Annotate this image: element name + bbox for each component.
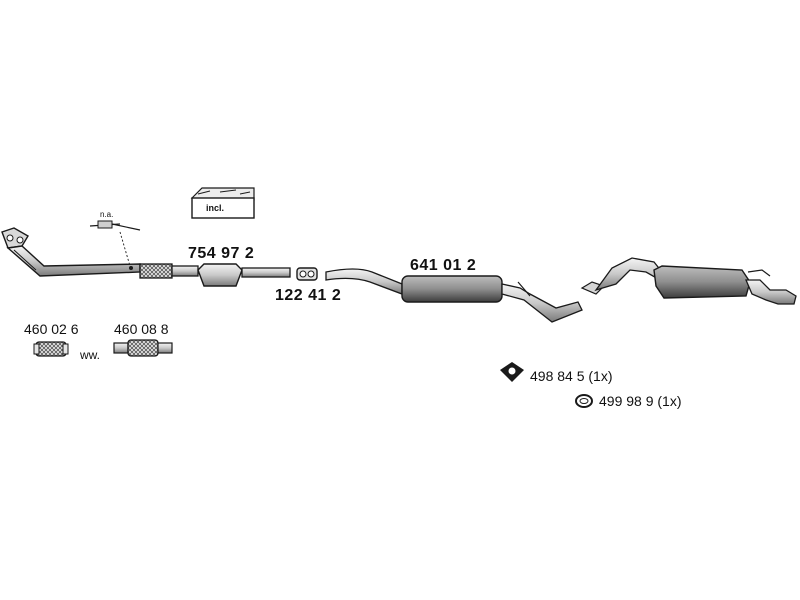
flex-pipe-460026 [33, 341, 69, 357]
flex-pipe-460088 [113, 339, 173, 357]
rubber-ring-icon [575, 394, 593, 408]
included-kit-label: incl. [206, 203, 225, 213]
catalyst-part-number: 754 97 2 [188, 245, 255, 262]
ww-label: ww. [80, 348, 101, 362]
middle-silencer [325, 268, 583, 323]
front-pipe [1, 227, 141, 277]
lambda-sensor-icon [89, 220, 141, 270]
mounting-kit-box-icon [190, 187, 255, 219]
not-available-label: n.a. [100, 210, 114, 219]
rubber-mount-icon [500, 362, 524, 382]
rubber-ring-part-number: 499 98 9 (1x) [599, 393, 682, 409]
catalyst-pipe [139, 263, 291, 287]
rubber-mount-part-number: 498 84 5 (1x) [530, 368, 613, 384]
pipe-clamp [296, 267, 318, 281]
rear-silencer [580, 257, 797, 305]
flex-pipe-a-part-number: 460 02 6 [24, 321, 79, 337]
flex-pipe-b-part-number: 460 08 8 [114, 321, 169, 337]
middle-silencer-part-number: 641 01 2 [410, 257, 477, 274]
clamp-part-number: 122 41 2 [275, 287, 342, 304]
